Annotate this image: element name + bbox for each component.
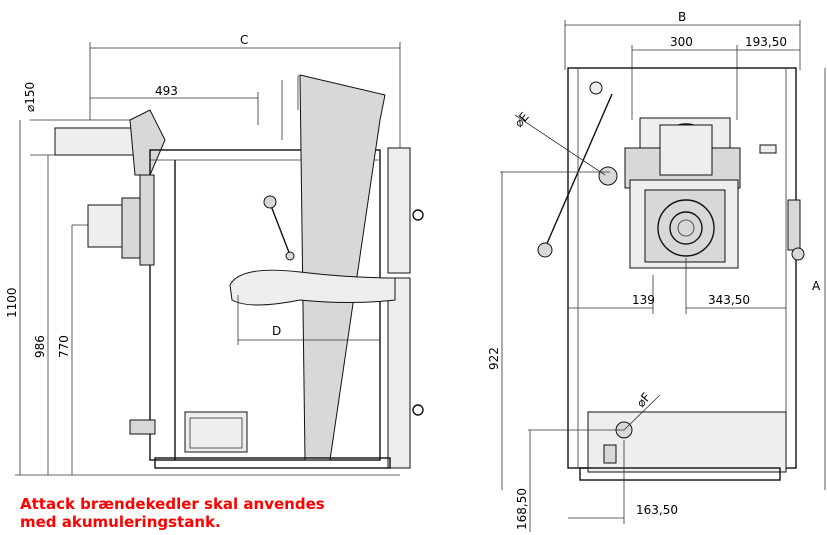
dim-f-label: ⌀F	[634, 390, 654, 410]
dim-d-label: D	[272, 324, 281, 338]
dim-d150-label: ⌀150	[23, 82, 37, 112]
side-view: C 493 ⌀150 1100 986 770	[5, 33, 424, 476]
dim-343-50-label: 343,50	[708, 293, 750, 307]
dim-c-label: C	[240, 33, 248, 47]
dim-193-50-label: 193,50	[745, 35, 787, 49]
usage-note: Attack brændekedler skal anvendes med ak…	[20, 495, 400, 531]
dim-1100-label: 1100	[5, 287, 19, 318]
dim-139-label: 139	[632, 293, 655, 307]
dim-922-label: 922	[487, 347, 501, 370]
dim-300-label: 300	[670, 35, 693, 49]
dim-163-50-label: 163,50	[636, 503, 678, 517]
dim-986-label: 986	[33, 335, 47, 358]
dim-e-label: ⌀E	[512, 110, 532, 130]
usage-note-line-2: med akumuleringstank.	[20, 513, 221, 531]
dim-168-50-label: 168,50	[515, 488, 529, 530]
front-view: B 300 193,50 ⌀E	[487, 10, 826, 532]
dim-b-label: B	[678, 10, 686, 24]
dim-493-label: 493	[155, 84, 178, 98]
usage-note-line-1: Attack brændekedler skal anvendes	[20, 495, 325, 513]
dim-a-label: A	[812, 279, 821, 293]
dim-770-label: 770	[57, 335, 71, 358]
